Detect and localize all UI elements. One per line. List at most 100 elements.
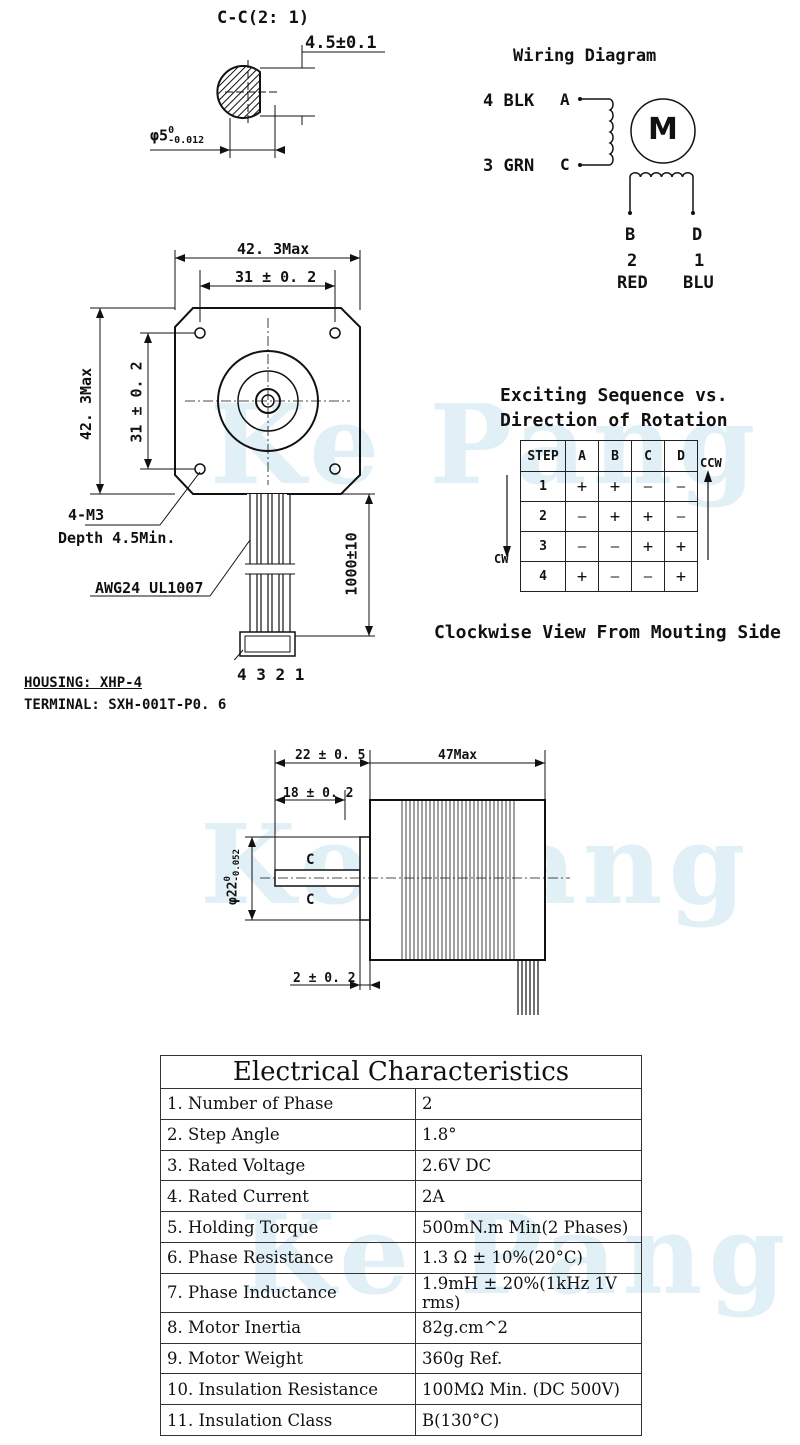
property-value: 2 <box>415 1088 642 1120</box>
property-name: 9. Motor Weight <box>160 1342 416 1375</box>
table-row: 9. Motor Weight 360g Ref. <box>160 1342 642 1375</box>
front-view-drawing <box>85 250 375 660</box>
property-name: 3. Rated Voltage <box>160 1149 416 1182</box>
sequence-header-b: B <box>598 440 632 472</box>
property-name: 7. Phase Inductance <box>160 1272 416 1313</box>
hole-pitch-vertical: 31 ± 0. 2 <box>127 361 146 443</box>
table-row: 10. Insulation Resistance 100MΩ Min. (DC… <box>160 1373 642 1406</box>
cable-spec-label: AWG24 UL1007 <box>95 579 204 597</box>
shaft-diameter: φ50-0.012 <box>150 126 204 146</box>
sequence-header-d: D <box>664 440 698 472</box>
body-length-dimension: 47Max <box>438 748 478 763</box>
sequence-cell: + <box>598 471 632 502</box>
shaft-length-dimension: 22 ± 0. 5 <box>295 748 366 763</box>
property-value: 360g Ref. <box>415 1342 642 1375</box>
section-mark-top: C <box>306 852 315 868</box>
table-row: 3. Rated Voltage 2.6V DC <box>160 1149 642 1182</box>
sequence-cell: 3 <box>520 531 566 562</box>
table-row: 2. Step Angle 1.8° <box>160 1118 642 1151</box>
motor-symbol: M <box>648 112 678 147</box>
property-name: 1. Number of Phase <box>160 1088 416 1120</box>
property-name: 5. Holding Torque <box>160 1211 416 1243</box>
terminal-b-label: B <box>625 225 636 245</box>
sequence-header-c: C <box>631 440 665 472</box>
sequence-cell: + <box>631 531 665 562</box>
electrical-title-row: Electrical Characteristics <box>160 1055 642 1089</box>
property-name: 10. Insulation Resistance <box>160 1373 416 1406</box>
table-row: 1. Number of Phase 2 <box>160 1088 642 1120</box>
property-name: 8. Motor Inertia <box>160 1311 416 1344</box>
sequence-row: 4 + — — + <box>520 561 698 592</box>
property-value: 1.8° <box>415 1118 642 1151</box>
property-value: B(130°C) <box>415 1404 642 1436</box>
mounting-holes-label: 4-M3 <box>68 506 105 524</box>
property-value: 1.9mH ± 20%(1kHz 1V rms) <box>415 1272 642 1313</box>
hole-depth-label: Depth 4.5Min. <box>58 529 176 547</box>
flat-dimension: 4.5±0.1 <box>305 33 377 53</box>
flat-length-dimension: 18 ± 0. 2 <box>283 786 354 801</box>
wiring-drawing <box>578 97 696 215</box>
property-value: 2A <box>415 1180 642 1213</box>
sequence-cell: — <box>664 471 698 502</box>
sequence-row: 3 — — + + <box>520 531 698 562</box>
property-value: 1.3 Ω ± 10%(20°C) <box>415 1241 642 1274</box>
terminal-d-label: D <box>692 225 703 245</box>
wire-4-label: 4 BLK <box>483 91 535 111</box>
shaft-diameter-tol-upper: 0 <box>168 125 175 136</box>
rotation-arrows <box>503 470 712 560</box>
housing-label: HOUSING: XHP-4 <box>24 675 143 691</box>
pilot-diameter-main: φ22 <box>225 881 241 905</box>
sequence-cell: + <box>664 561 698 592</box>
sequence-header-row: STEP A B C D <box>520 440 698 472</box>
sequence-title-line1: Exciting Sequence vs. <box>500 385 728 406</box>
property-value: 100MΩ Min. (DC 500V) <box>415 1373 642 1406</box>
pilot-height-dimension: 2 ± 0. 2 <box>293 971 356 986</box>
sequence-table: STEP A B C D 1 + + — — 2 — + + — 3 — — +… <box>520 440 698 592</box>
wire-1-number: 1 <box>694 251 705 271</box>
cable-length-dimension: 1000±10 <box>342 532 361 596</box>
property-name: 6. Phase Resistance <box>160 1241 416 1274</box>
shaft-diameter-main: φ5 <box>150 126 169 145</box>
hole-pitch-horizontal: 31 ± 0. 2 <box>235 268 317 286</box>
table-row: 4. Rated Current 2A <box>160 1180 642 1213</box>
section-view-title: C-C(2: 1) <box>217 8 310 28</box>
shaft-diameter-tol-lower: -0.012 <box>168 135 205 146</box>
table-row: 11. Insulation Class B(130°C) <box>160 1404 642 1436</box>
sequence-cell: 4 <box>520 561 566 592</box>
property-value: 500mN.m Min(2 Phases) <box>415 1211 642 1243</box>
electrical-characteristics-table: Electrical Characteristics 1. Number of … <box>160 1055 642 1436</box>
property-name: 2. Step Angle <box>160 1118 416 1151</box>
cw-label: CW <box>494 552 509 566</box>
sequence-cell: — <box>598 561 632 592</box>
wire-2-color: RED <box>617 273 648 293</box>
table-row: 6. Phase Resistance 1.3 Ω ± 10%(20°C) <box>160 1241 642 1274</box>
side-view-drawing <box>245 750 570 1015</box>
motor-circle <box>630 98 696 164</box>
height-dimension: 42. 3Max <box>77 367 96 441</box>
motor-body-side <box>369 799 546 961</box>
connector-pins-label: 4 3 2 1 <box>237 665 305 684</box>
pilot-diameter-tol-lower: -0.052 <box>232 849 242 882</box>
pilot-diameter: φ220-0.052 <box>223 849 242 905</box>
property-name: 4. Rated Current <box>160 1180 416 1213</box>
pilot <box>359 836 371 921</box>
sequence-cell: + <box>631 501 665 532</box>
electrical-title: Electrical Characteristics <box>160 1055 642 1089</box>
width-dimension: 42. 3Max <box>237 240 310 258</box>
ccw-label: CCW <box>700 456 722 470</box>
wire-3-label: 3 GRN <box>483 156 535 176</box>
section-view-drawing <box>150 45 385 158</box>
table-row: 5. Holding Torque 500mN.m Min(2 Phases) <box>160 1211 642 1243</box>
wire-2-number: 2 <box>627 251 638 271</box>
sequence-header-step: STEP <box>520 440 566 472</box>
sequence-row: 1 + + — — <box>520 471 698 502</box>
terminal-a-label: A <box>560 90 570 109</box>
terminal-label: TERMINAL: SXH-001T-P0. 6 <box>24 697 227 713</box>
property-name: 11. Insulation Class <box>160 1404 416 1436</box>
table-row: 7. Phase Inductance 1.9mH ± 20%(1kHz 1V … <box>160 1272 642 1313</box>
sequence-caption: Clockwise View From Mouting Side <box>434 622 781 643</box>
sequence-header-a: A <box>565 440 599 472</box>
wire-1-color: BLU <box>683 273 714 293</box>
sequence-title-line2: Direction of Rotation <box>500 410 728 431</box>
table-row: 8. Motor Inertia 82g.cm^2 <box>160 1311 642 1344</box>
